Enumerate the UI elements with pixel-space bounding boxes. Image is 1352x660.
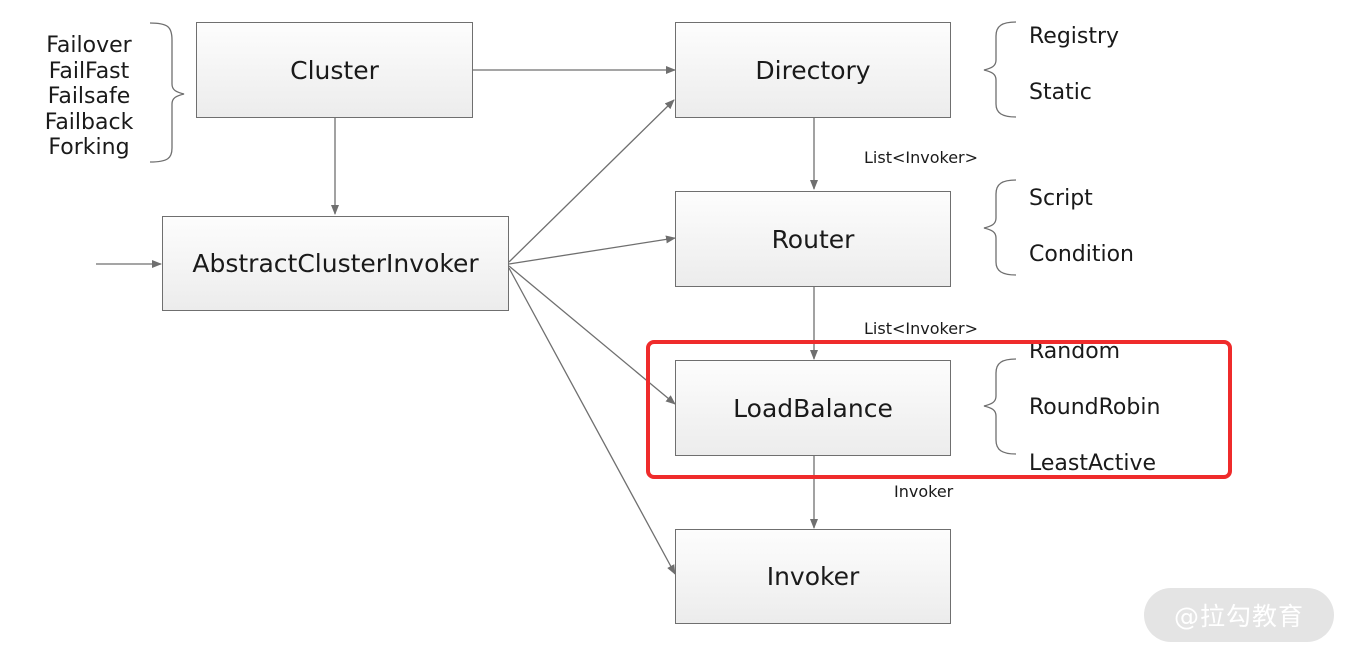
edge-abstract-directory	[508, 99, 675, 263]
cluster-strategy-forking: Forking	[48, 135, 130, 160]
router-type-condition: Condition	[1029, 242, 1134, 267]
router-type-script: Script	[1029, 186, 1093, 211]
cluster-node: Cluster	[196, 22, 473, 118]
load-balance-highlight-frame	[646, 340, 1232, 479]
router-node: Router	[675, 191, 951, 287]
directory-node: Directory	[675, 22, 951, 118]
load-balance-type-leastactive: LeastActive	[1029, 451, 1157, 476]
directory-type-static: Static	[1029, 80, 1092, 105]
directory-type-registry: Registry	[1029, 24, 1120, 49]
cluster-strategies-list: Failover FailFast Failsafe Failback Fork…	[30, 33, 148, 161]
directory-types-brace	[983, 21, 1017, 118]
edge-abstract-router	[508, 235, 676, 265]
cluster-strategy-failback: Failback	[44, 109, 134, 135]
cluster-strategies-brace	[149, 22, 185, 163]
cluster-strategy-failfast: FailFast	[48, 58, 130, 84]
load-balance-type-roundrobin: RoundRobin	[1029, 395, 1161, 420]
watermark-badge: @拉勾教育	[1144, 588, 1334, 642]
edge-label-router-loadbalance: List<Invoker>	[864, 319, 979, 338]
router-types-brace	[983, 179, 1017, 276]
edge-label-directory-router: List<Invoker>	[864, 148, 979, 167]
cluster-strategy-failsafe: Failsafe	[47, 84, 131, 109]
edge-label-loadbalance-invoker: Invoker	[894, 482, 954, 501]
load-balance-node: LoadBalance	[675, 360, 951, 456]
load-balance-types-brace	[983, 358, 1017, 455]
load-balance-type-random: Random	[1029, 339, 1121, 364]
edge-abstract-invoker	[508, 267, 676, 575]
cluster-strategy-failover: Failover	[46, 33, 132, 58]
invoker-node: Invoker	[675, 529, 951, 624]
abstract-cluster-invoker-node: AbstractClusterInvoker	[162, 216, 509, 311]
